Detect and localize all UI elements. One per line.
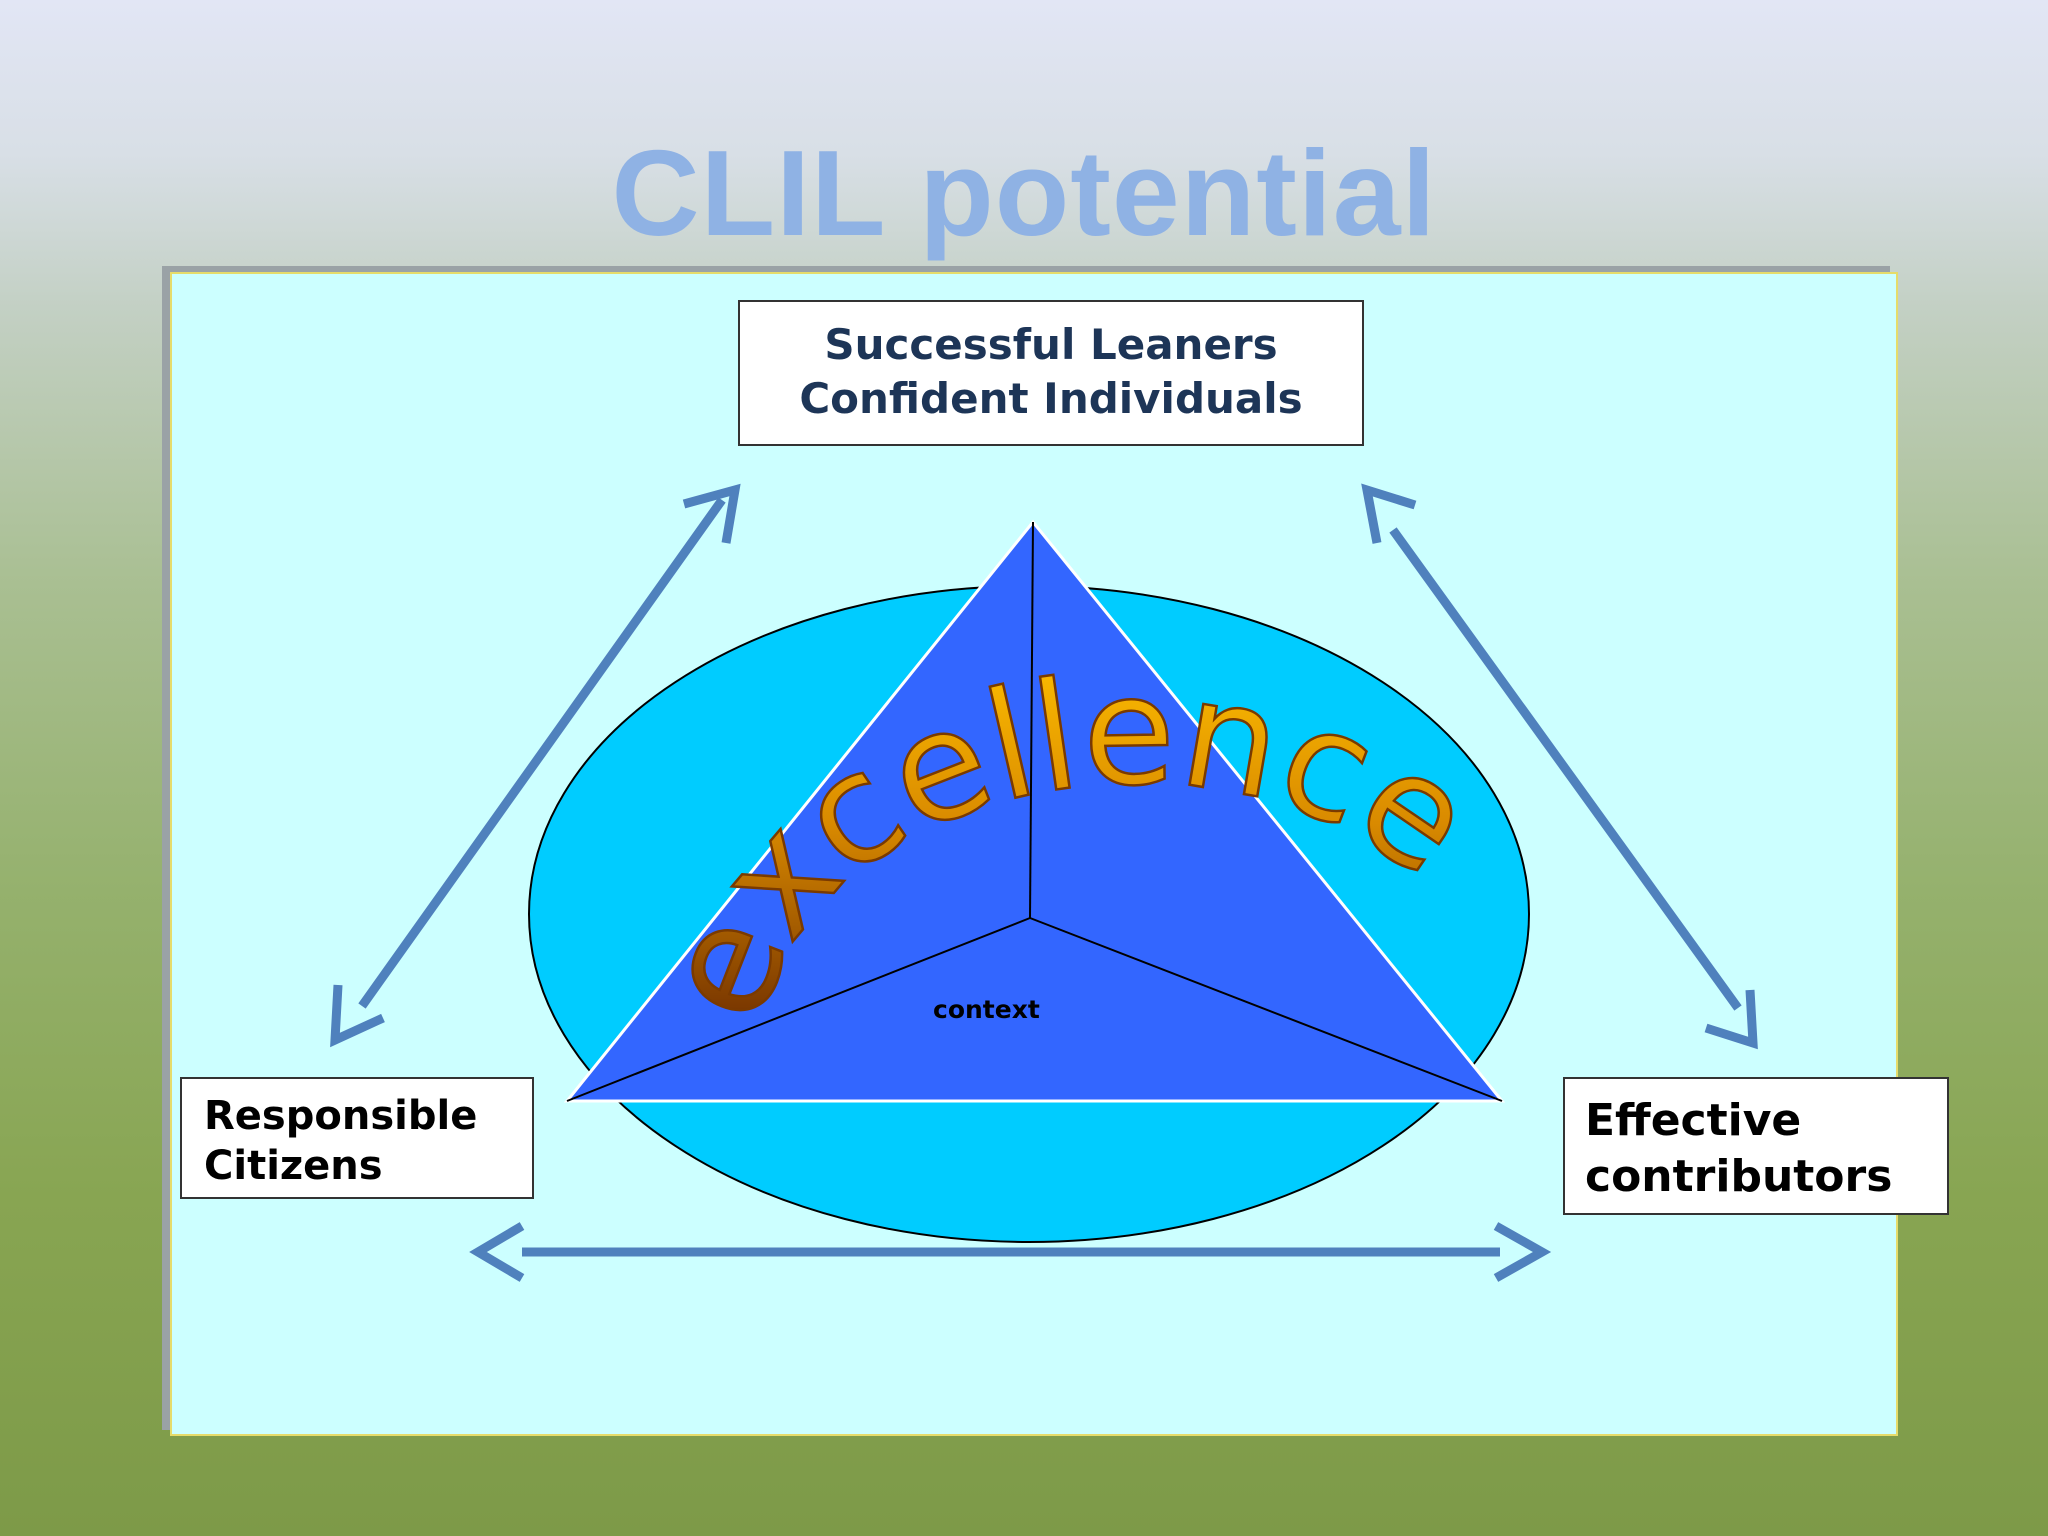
successful-learners-box: Successful Leaners Confident Individuals — [738, 300, 1364, 446]
responsible-citizens-box: Responsible Citizens — [180, 1077, 534, 1199]
top-box-line-2: Confident Individuals — [799, 374, 1303, 423]
pyramid-triangle — [563, 519, 1506, 1103]
context-label: context — [933, 995, 1040, 1024]
right-box-line-2: contributors — [1585, 1151, 1893, 1202]
left-box-line-2: Citizens — [204, 1143, 383, 1189]
left-box-line-1: Responsible — [204, 1093, 478, 1139]
arrow-top-right — [1361, 483, 1758, 1050]
arrow-top-left — [330, 483, 741, 1048]
right-box-line-1: Effective — [1585, 1095, 1802, 1146]
effective-contributors-box: Effective contributors — [1563, 1077, 1949, 1215]
slide-title: CLIL potential — [611, 125, 1437, 261]
pyramid-edges — [566, 521, 1503, 1102]
top-box-line-1: Successful Leaners — [824, 320, 1278, 369]
arrow-bottom — [469, 1222, 1552, 1282]
